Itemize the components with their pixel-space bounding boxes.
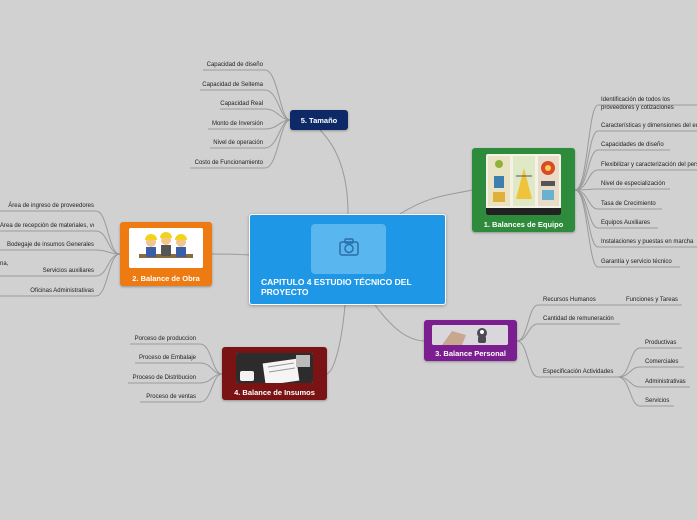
topic-obra-label: 2. Balance de Obra [132, 274, 200, 283]
insumos-item[interactable]: Proceso de ventas [146, 394, 196, 400]
obra-item[interactable]: Área de recepción de materiales, vol man… [0, 223, 94, 229]
camera-icon [339, 238, 359, 256]
topic-tamano[interactable]: 5. Tamaño [290, 110, 348, 130]
personal-item[interactable]: Especificación Actividades [543, 369, 614, 375]
equipo-item[interactable]: Garantía y servicio técnico [601, 259, 672, 265]
link-central-equipo [399, 189, 473, 215]
equipo-item[interactable]: Nivel de especialización [601, 181, 666, 187]
insumos-item[interactable]: Porceso de produccion [134, 336, 196, 342]
equipo-item[interactable]: Tasa de Crecimiento [601, 201, 656, 207]
activity-item[interactable]: Administrativas [645, 379, 686, 385]
central-topic[interactable]: CAPITULO 4 ESTUDIO TÉCNICO DEL PROYECTO [249, 214, 446, 305]
workers-image [129, 228, 203, 268]
personal-image [432, 325, 508, 345]
insumos-image [236, 353, 313, 383]
equipo-item[interactable]: Características y dimensiones del equipo [601, 123, 697, 129]
activity-item[interactable]: Comerciales [645, 359, 679, 365]
image-placeholder [311, 224, 386, 274]
activity-item[interactable]: Servicios [645, 398, 670, 404]
activity-item[interactable]: Productivas [645, 340, 677, 346]
obra-item-fragment[interactable]: na, [0, 261, 9, 267]
equipo-item[interactable]: Flexibilizar y caracterización del perso… [601, 162, 697, 168]
topic-tamano-label: 5. Tamaño [300, 116, 338, 125]
insumos-item[interactable]: Proceso de Embalaje [138, 355, 196, 361]
tamano-item[interactable]: Monto de Inversión [211, 121, 263, 127]
tamano-item[interactable]: Capacidad Real [220, 101, 263, 107]
topic-equipo[interactable]: 1. Balances de Equipo [472, 148, 575, 232]
link-central-tamano [319, 129, 349, 215]
topic-insumos[interactable]: 4. Balance de Insumos [222, 347, 327, 400]
equipo-item[interactable]: Equipos Auxiliares [601, 220, 651, 226]
obra-item[interactable]: Oficinas Administrativas [30, 288, 94, 294]
insumos-item[interactable]: Proceso de Distribucion [132, 375, 196, 381]
obra-item[interactable]: Servicios auxiliares [42, 268, 94, 274]
topic-equipo-label: 1. Balances de Equipo [483, 220, 564, 229]
tamano-item[interactable]: Nivel de operación [213, 140, 263, 146]
central-title: CAPITULO 4 ESTUDIO TÉCNICO DEL PROYECTO [261, 277, 412, 297]
equipo-item[interactable]: Identificación de todos los proveedores … [601, 97, 674, 111]
rh-child-item[interactable]: Funciones y Tareas [626, 297, 678, 303]
tamano-item[interactable]: Capacidad de Seitema [202, 82, 263, 88]
link-central-obra [211, 253, 250, 256]
tamano-item[interactable]: Costo de Funcionamiento [194, 160, 263, 166]
link-central-insumos [326, 304, 346, 375]
topic-obra[interactable]: 2. Balance de Obra [120, 222, 212, 286]
personal-item[interactable]: Cantidad de remuneración [543, 316, 614, 322]
personal-item[interactable]: Recursos Humanos [543, 297, 596, 303]
topic-insumos-label: 4. Balance de Insumos [234, 388, 315, 397]
topic-personal[interactable]: 3. Balance Personal [424, 320, 517, 361]
equipo-item[interactable]: Instalaciones y puestas en marcha [601, 239, 694, 245]
topic-personal-label: 3. Balance Personal [435, 349, 506, 358]
obra-item[interactable]: Bodegaje de insumos Generales [6, 242, 94, 248]
obra-item[interactable]: Área de ingreso de proveedores [8, 203, 94, 209]
equipo-item[interactable]: Capacidades de diseño [601, 142, 664, 148]
link-central-personal [374, 304, 425, 342]
equipment-image [486, 154, 561, 215]
tamano-item[interactable]: Capacidad de diseño [206, 62, 263, 68]
